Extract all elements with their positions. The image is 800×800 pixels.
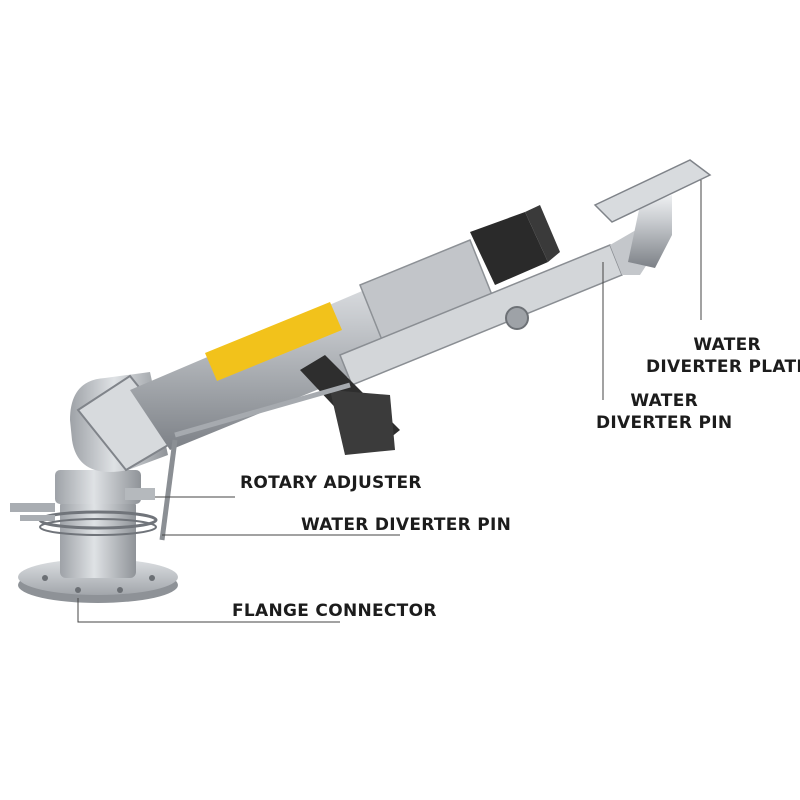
label-line: WATER <box>630 391 698 411</box>
flange-connector <box>10 470 178 603</box>
label-line: WATER <box>693 335 761 355</box>
label-line: DIVERTER PIN <box>596 413 733 433</box>
label-rotary-adjuster: ROTARY ADJUSTER <box>240 473 422 493</box>
water-diverter-plate <box>593 159 712 223</box>
label-water-diverter-pin-upper: WATER DIVERTER PIN <box>596 390 732 434</box>
rocker-arm <box>174 355 400 455</box>
label-water-diverter-pin-lower: WATER DIVERTER PIN <box>301 515 512 535</box>
label-line: DIVERTER PLATE <box>646 357 800 377</box>
label-flange-connector: FLANGE CONNECTOR <box>232 601 437 621</box>
label-water-diverter-plate: WATER DIVERTER PLATE <box>646 334 800 378</box>
nozzle-arm <box>339 195 672 386</box>
warning-label <box>205 302 342 381</box>
rotary-adjuster <box>159 439 178 541</box>
drive-unit <box>470 205 560 285</box>
barrel <box>130 239 501 450</box>
leader-lines <box>77 180 702 623</box>
leader-line-flange-connector <box>77 598 340 623</box>
